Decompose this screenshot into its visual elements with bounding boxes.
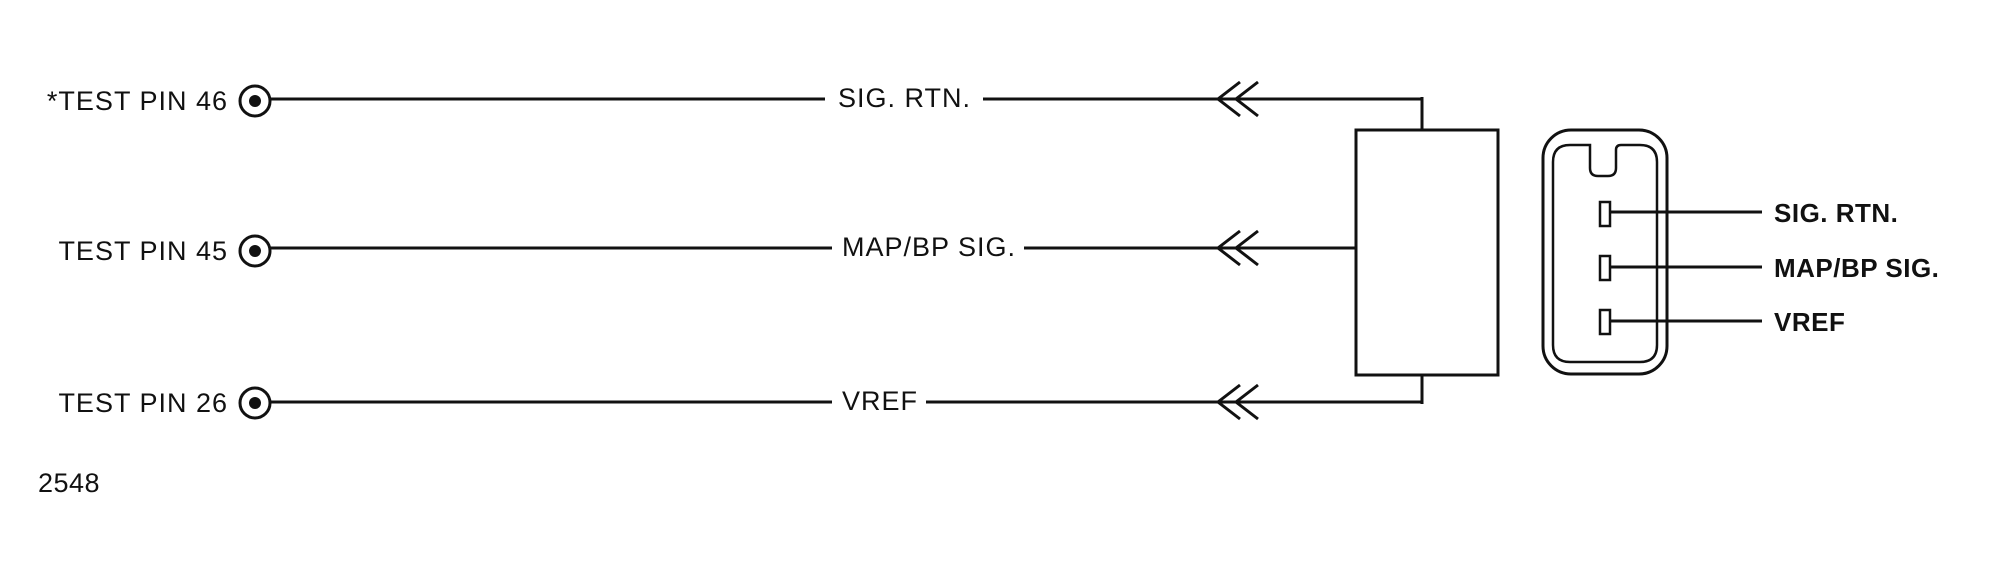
connector-chevron-46: [1215, 80, 1241, 118]
connector-inner-shell-with-key: [1551, 143, 1659, 364]
test-pin-45-terminal: [238, 234, 272, 268]
connector-pin-1: [1598, 200, 1612, 228]
connector-pin-3: [1598, 308, 1612, 336]
test-pin-45-circuit: TEST PIN 45 MAP/BP SIG.: [58, 229, 1356, 268]
test-pin-46-terminal: [238, 84, 272, 118]
connector-chevron-26: [1215, 383, 1241, 421]
test-pin-26-terminal-center: [249, 397, 261, 409]
sensor-connector-face: SIG. RTN. MAP/BP SIG. VREF: [1541, 128, 1939, 376]
connector-pin-2-label: MAP/BP SIG.: [1774, 253, 1939, 283]
connector-pin-1-label: SIG. RTN.: [1774, 198, 1898, 228]
connector-pin-3-label: VREF: [1774, 307, 1845, 337]
connector-chevron-45: [1215, 229, 1241, 267]
test-pin-46-circuit: *TEST PIN 46 SIG. RTN.: [47, 80, 1424, 130]
test-pin-45-terminal-center: [249, 245, 261, 257]
wire-label-sig-rtn: SIG. RTN.: [838, 83, 971, 113]
wire-label-vref: VREF: [842, 386, 918, 416]
test-pin-45-label: TEST PIN 45: [58, 236, 228, 266]
test-pin-46-terminal-center: [249, 95, 261, 107]
test-pin-26-circuit: TEST PIN 26 VREF: [58, 375, 1424, 421]
figure-number: 2548: [38, 468, 100, 498]
test-pin-26-label: TEST PIN 26: [58, 388, 228, 418]
test-pin-46-label: *TEST PIN 46: [47, 86, 228, 116]
connector-outer-shell: [1541, 128, 1669, 376]
wire-label-map-bp-sig: MAP/BP SIG.: [842, 232, 1016, 262]
map-bp-sensor-body: [1354, 128, 1500, 377]
connector-pin-2: [1598, 254, 1612, 282]
